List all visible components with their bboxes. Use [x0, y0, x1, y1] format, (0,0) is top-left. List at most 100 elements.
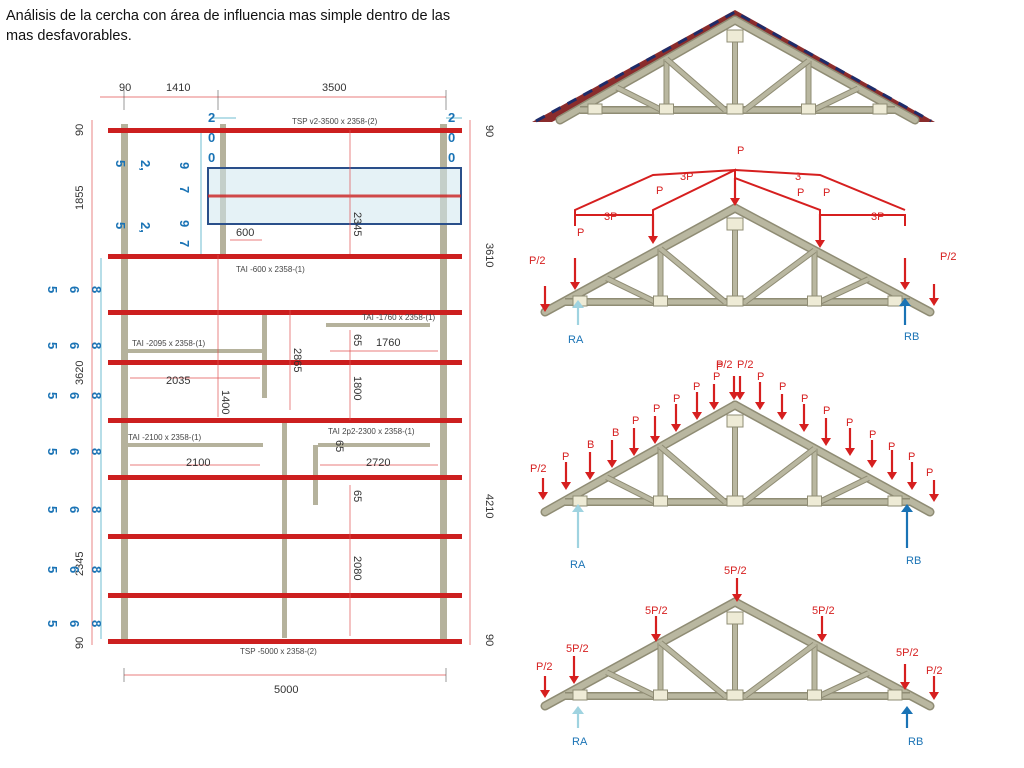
blue-right: 2: [448, 110, 455, 125]
dim-left-90b: 90: [74, 637, 86, 649]
load-label: P: [757, 371, 764, 383]
beam: [108, 360, 462, 365]
dim-left-2345: 2345: [74, 552, 86, 576]
dim-2720: 2720: [366, 457, 390, 469]
dim-top-3500: 3500: [322, 82, 346, 94]
load-label: P/2: [737, 359, 754, 371]
dim-left-90: 90: [74, 124, 86, 136]
truss-load-case-2: P 3P 3 P P 3P 3P P P P/2 P/2 RA RB: [529, 145, 957, 346]
load-label: P: [801, 393, 808, 405]
dim-65: 65: [351, 334, 363, 346]
page-title: Análisis de la cercha con área de influe…: [6, 8, 451, 44]
blue-label: 9: [177, 220, 192, 227]
dim-left-3620: 3620: [74, 361, 86, 385]
spacing-label: 5: [45, 342, 60, 349]
load-label: P/2: [530, 463, 547, 475]
dim-right-3610: 3610: [483, 243, 495, 267]
dim-right-4210: 4210: [483, 494, 495, 518]
load-label: P/2: [940, 251, 957, 263]
beam: [108, 418, 462, 423]
beam-label: TAI -1760 x 2358-(1): [362, 313, 436, 322]
beam-label: TSP -5000 x 2358-(2): [240, 647, 317, 656]
blue-label: 5: [113, 160, 128, 167]
spacing-label: 8: [89, 342, 104, 349]
dim-right-90: 90: [483, 125, 495, 137]
blue-label: 2,: [138, 160, 153, 171]
spacing-label: 8: [89, 506, 104, 513]
stud-2: [262, 310, 267, 398]
dim-65b: 65: [333, 440, 345, 452]
beam: [108, 534, 462, 539]
load-label: P: [693, 381, 700, 393]
beam-label: TAI -600 x 2358-(1): [236, 265, 305, 274]
reaction-label-a: RA: [570, 559, 586, 571]
spacing-label: 6: [67, 566, 82, 573]
beam: [108, 128, 462, 133]
dim-1760: 1760: [376, 337, 400, 349]
beam: [108, 310, 462, 315]
dim-2345: 2345: [351, 212, 363, 236]
load-label: P: [713, 371, 720, 383]
spacing-label: 8: [89, 566, 104, 573]
load-label: P: [632, 415, 639, 427]
spacing-label: 8: [89, 286, 104, 293]
load-label: P/2: [926, 665, 943, 677]
truss-roof: [532, 10, 935, 125]
load-label: P: [823, 405, 830, 417]
tie-4: [318, 443, 430, 447]
spacing-label: 6: [67, 342, 82, 349]
blue-label: 2: [208, 110, 215, 125]
floor-plan: 90 1410 3500 5000 90 1855 3620 2345 90 9…: [45, 82, 495, 696]
load-label: P/2: [716, 359, 733, 371]
reaction-label-b: RB: [908, 736, 923, 748]
load-label: 5P/2: [812, 605, 835, 617]
load-label: P: [869, 429, 876, 441]
blue-right: 0: [448, 130, 455, 145]
reaction-label-a: RA: [568, 334, 584, 346]
load-label: 3P: [604, 211, 617, 223]
beam: [108, 475, 462, 480]
load-label: P: [716, 361, 723, 373]
load-label: B: [612, 427, 619, 439]
load-label: P: [656, 185, 663, 197]
blue-label: 0: [208, 130, 215, 145]
load-label: P: [577, 227, 584, 239]
load-label: 5P/2: [724, 565, 747, 577]
load-label: 5P/2: [566, 643, 589, 655]
load-label: B: [587, 439, 594, 451]
load-label: 3: [795, 171, 801, 183]
load-label: P: [888, 441, 895, 453]
spacing-label: 6: [67, 392, 82, 399]
load-label: 5P/2: [896, 647, 919, 659]
load-label: P/2: [536, 661, 553, 673]
wall-left: [121, 124, 128, 644]
blue-label: 7: [177, 186, 192, 193]
tie-3: [326, 323, 430, 327]
dim-1800: 1800: [351, 376, 363, 400]
load-label: P: [562, 451, 569, 463]
dim-bottom-5000: 5000: [274, 684, 298, 696]
reaction-label-b: RB: [906, 555, 921, 567]
spacing-label: 8: [89, 620, 104, 627]
beam: [108, 639, 462, 644]
spacing-label: 6: [67, 286, 82, 293]
dim-top-1410: 1410: [166, 82, 190, 94]
beam: [108, 254, 462, 259]
spacing-label: 5: [45, 506, 60, 513]
wall-right: [440, 124, 447, 644]
blue-label: 0: [208, 150, 215, 165]
dim-2865: 2865: [291, 348, 303, 372]
dim-left-1855: 1855: [74, 186, 86, 210]
load-label: P: [908, 451, 915, 463]
dim-right-90b: 90: [483, 634, 495, 646]
load-label: P: [779, 381, 786, 393]
load-label: P: [926, 467, 933, 479]
blue-label: 5: [113, 222, 128, 229]
beam-label: TAI -2095 x 2358-(1): [132, 339, 206, 348]
load-label: P: [823, 187, 830, 199]
load-label: P: [673, 393, 680, 405]
spacing-label: 5: [45, 448, 60, 455]
beam-label: TAI -2100 x 2358-(1): [128, 433, 202, 442]
blue-label: 9: [177, 162, 192, 169]
